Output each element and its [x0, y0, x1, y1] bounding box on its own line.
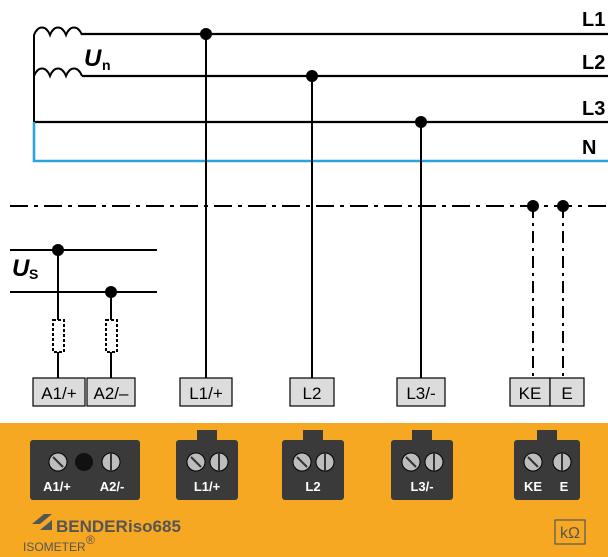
device-terminal-l2: L2: [305, 479, 320, 494]
terminal-label-l1: L1/+: [189, 384, 223, 403]
label-l3: L3: [582, 98, 605, 120]
terminal-block-l1: L1/+: [176, 430, 238, 500]
fuse-a2: [105, 319, 118, 353]
supply-lines: [10, 249, 157, 293]
label-us-main: U: [12, 255, 30, 282]
terminal-block-l2: L2: [282, 430, 344, 500]
terminal-label-ke: KE: [519, 384, 542, 403]
label-n: N: [582, 137, 596, 159]
fuse-a1: [52, 319, 65, 353]
unit-label: kΩ: [560, 525, 580, 542]
terminal-block-l3: L3/-: [391, 430, 453, 500]
vertical-connectors: [52, 34, 422, 378]
device-terminal-a2: A2/-: [100, 479, 125, 494]
model-name: iso685: [128, 517, 181, 536]
bender-logo-icon: [32, 514, 52, 530]
label-l2: L2: [582, 52, 605, 74]
label-un-main: U: [84, 45, 102, 72]
terminal-label-a2: A2/–: [94, 384, 130, 403]
phase-lines: [34, 32, 608, 124]
terminal-block-a: A1/+ A2/-: [30, 440, 140, 500]
brand-name: BENDER: [56, 517, 128, 536]
terminal-label-l3: L3/-: [406, 384, 435, 403]
terminal-label-e: E: [561, 384, 572, 403]
label-us-sub: S: [29, 266, 38, 282]
unit-box: [554, 519, 586, 545]
registered-mark: ®: [86, 533, 95, 547]
bender-logo: BENDER iso685 ISOMETER ®: [23, 514, 181, 554]
pe-connectors: [532, 206, 564, 378]
terminal-block-ke-e: KE E: [514, 430, 580, 500]
device-terminal-a1: A1/+: [43, 479, 71, 494]
line-n: [32, 122, 608, 163]
terminal-label-a1: A1/+: [41, 384, 77, 403]
device-terminal-ke: KE: [524, 479, 542, 494]
label-un-sub: n: [102, 57, 111, 73]
junction-dots: [52, 28, 569, 298]
device-terminal-l3: L3/-: [410, 479, 433, 494]
device-terminal-l1: L1/+: [194, 479, 221, 494]
terminal-label-l2: L2: [303, 384, 322, 403]
transformer-windings: [33, 26, 83, 122]
label-l1: L1: [582, 9, 605, 31]
series-name: ISOMETER: [23, 540, 86, 554]
terminal-labels: A1/+ A2/– L1/+ L2 L3/- KE E: [32, 377, 585, 407]
device-terminal-e: E: [560, 479, 569, 494]
